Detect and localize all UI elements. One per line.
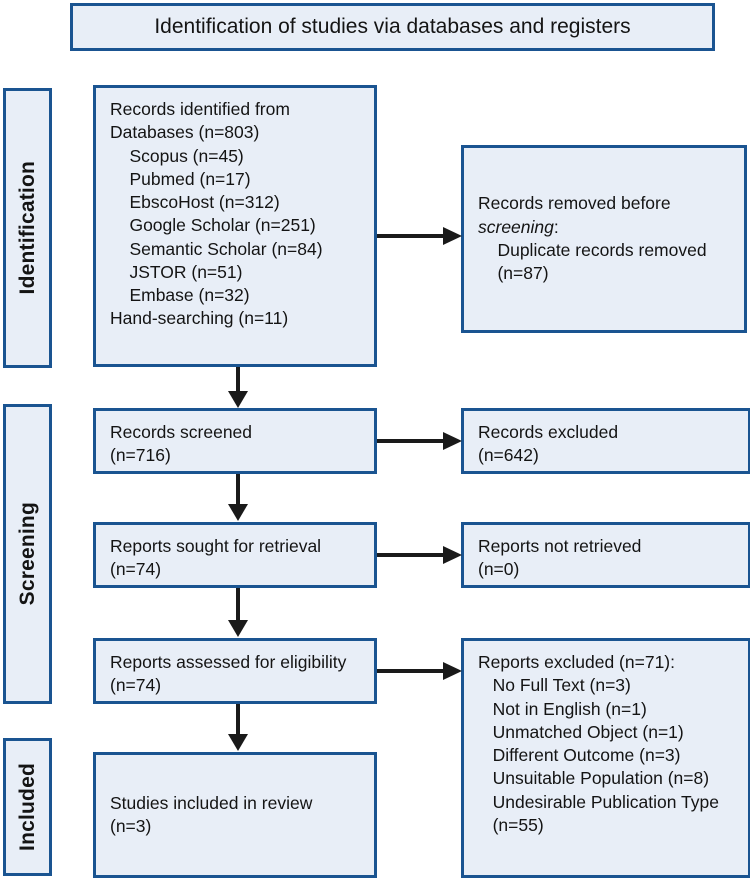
stage-sidebar-included: Included	[3, 738, 52, 876]
arrow-assessed-to-reports-excluded	[377, 660, 463, 682]
reports-assessed-text: Reports assessed for eligibility (n=74)	[110, 652, 347, 696]
arrow-identified-to-removed	[377, 225, 463, 247]
reports-not-retrieved-box: Reports not retrieved (n=0)	[461, 522, 750, 588]
diagram-title-box: Identification of studies via databases …	[70, 3, 715, 51]
arrow-sought-to-not-retrieved	[377, 544, 463, 566]
records-excluded-box: Records excluded (n=642)	[461, 408, 750, 474]
reports-not-retrieved-text: Reports not retrieved (n=0)	[478, 536, 642, 580]
records-removed-colon: :	[553, 216, 559, 237]
reports-sought-text: Reports sought for retrieval (n=74)	[110, 536, 322, 580]
reports-excluded-text: Reports excluded (n=71): No Full Text (n…	[478, 652, 719, 835]
page-title: Identification of studies via databases …	[154, 15, 631, 38]
arrow-assessed-to-included	[225, 704, 251, 752]
records-screened-text: Records screened (n=716)	[110, 422, 253, 466]
reports-assessed-box: Reports assessed for eligibility (n=74)	[93, 638, 377, 704]
records-screened-box: Records screened (n=716)	[93, 408, 377, 474]
records-removed-line3: Duplicate records removed	[478, 240, 707, 260]
arrow-screened-to-sought	[225, 474, 251, 522]
stage-sidebar-screening: Screening	[3, 404, 52, 704]
stage-sidebar-identification: Identification	[3, 88, 52, 368]
records-identified-box: Records identified from Databases (n=803…	[93, 85, 377, 367]
arrow-identified-to-screened	[225, 367, 251, 409]
arrow-sought-to-assessed	[225, 588, 251, 638]
records-removed-screening-word: screening	[478, 216, 554, 237]
reports-excluded-box: Reports excluded (n=71): No Full Text (n…	[461, 638, 750, 878]
studies-included-box: Studies included in review (n=3)	[93, 752, 377, 878]
studies-included-text: Studies included in review (n=3)	[110, 792, 313, 836]
stage-label-screening: Screening	[15, 502, 39, 606]
arrow-screened-to-excluded	[377, 430, 463, 452]
stage-label-included: Included	[15, 763, 39, 851]
records-excluded-text: Records excluded (n=642)	[478, 422, 619, 466]
reports-sought-box: Reports sought for retrieval (n=74)	[93, 522, 377, 588]
records-removed-line1: Records removed before	[478, 193, 671, 214]
records-removed-box: Records removed before screening: Duplic…	[461, 145, 747, 333]
records-removed-text: Records removed before screening: Duplic…	[464, 182, 721, 295]
records-identified-text: Records identified from Databases (n=803…	[110, 99, 323, 329]
stage-label-identification: Identification	[15, 161, 39, 295]
records-removed-line4: (n=87)	[478, 263, 549, 284]
